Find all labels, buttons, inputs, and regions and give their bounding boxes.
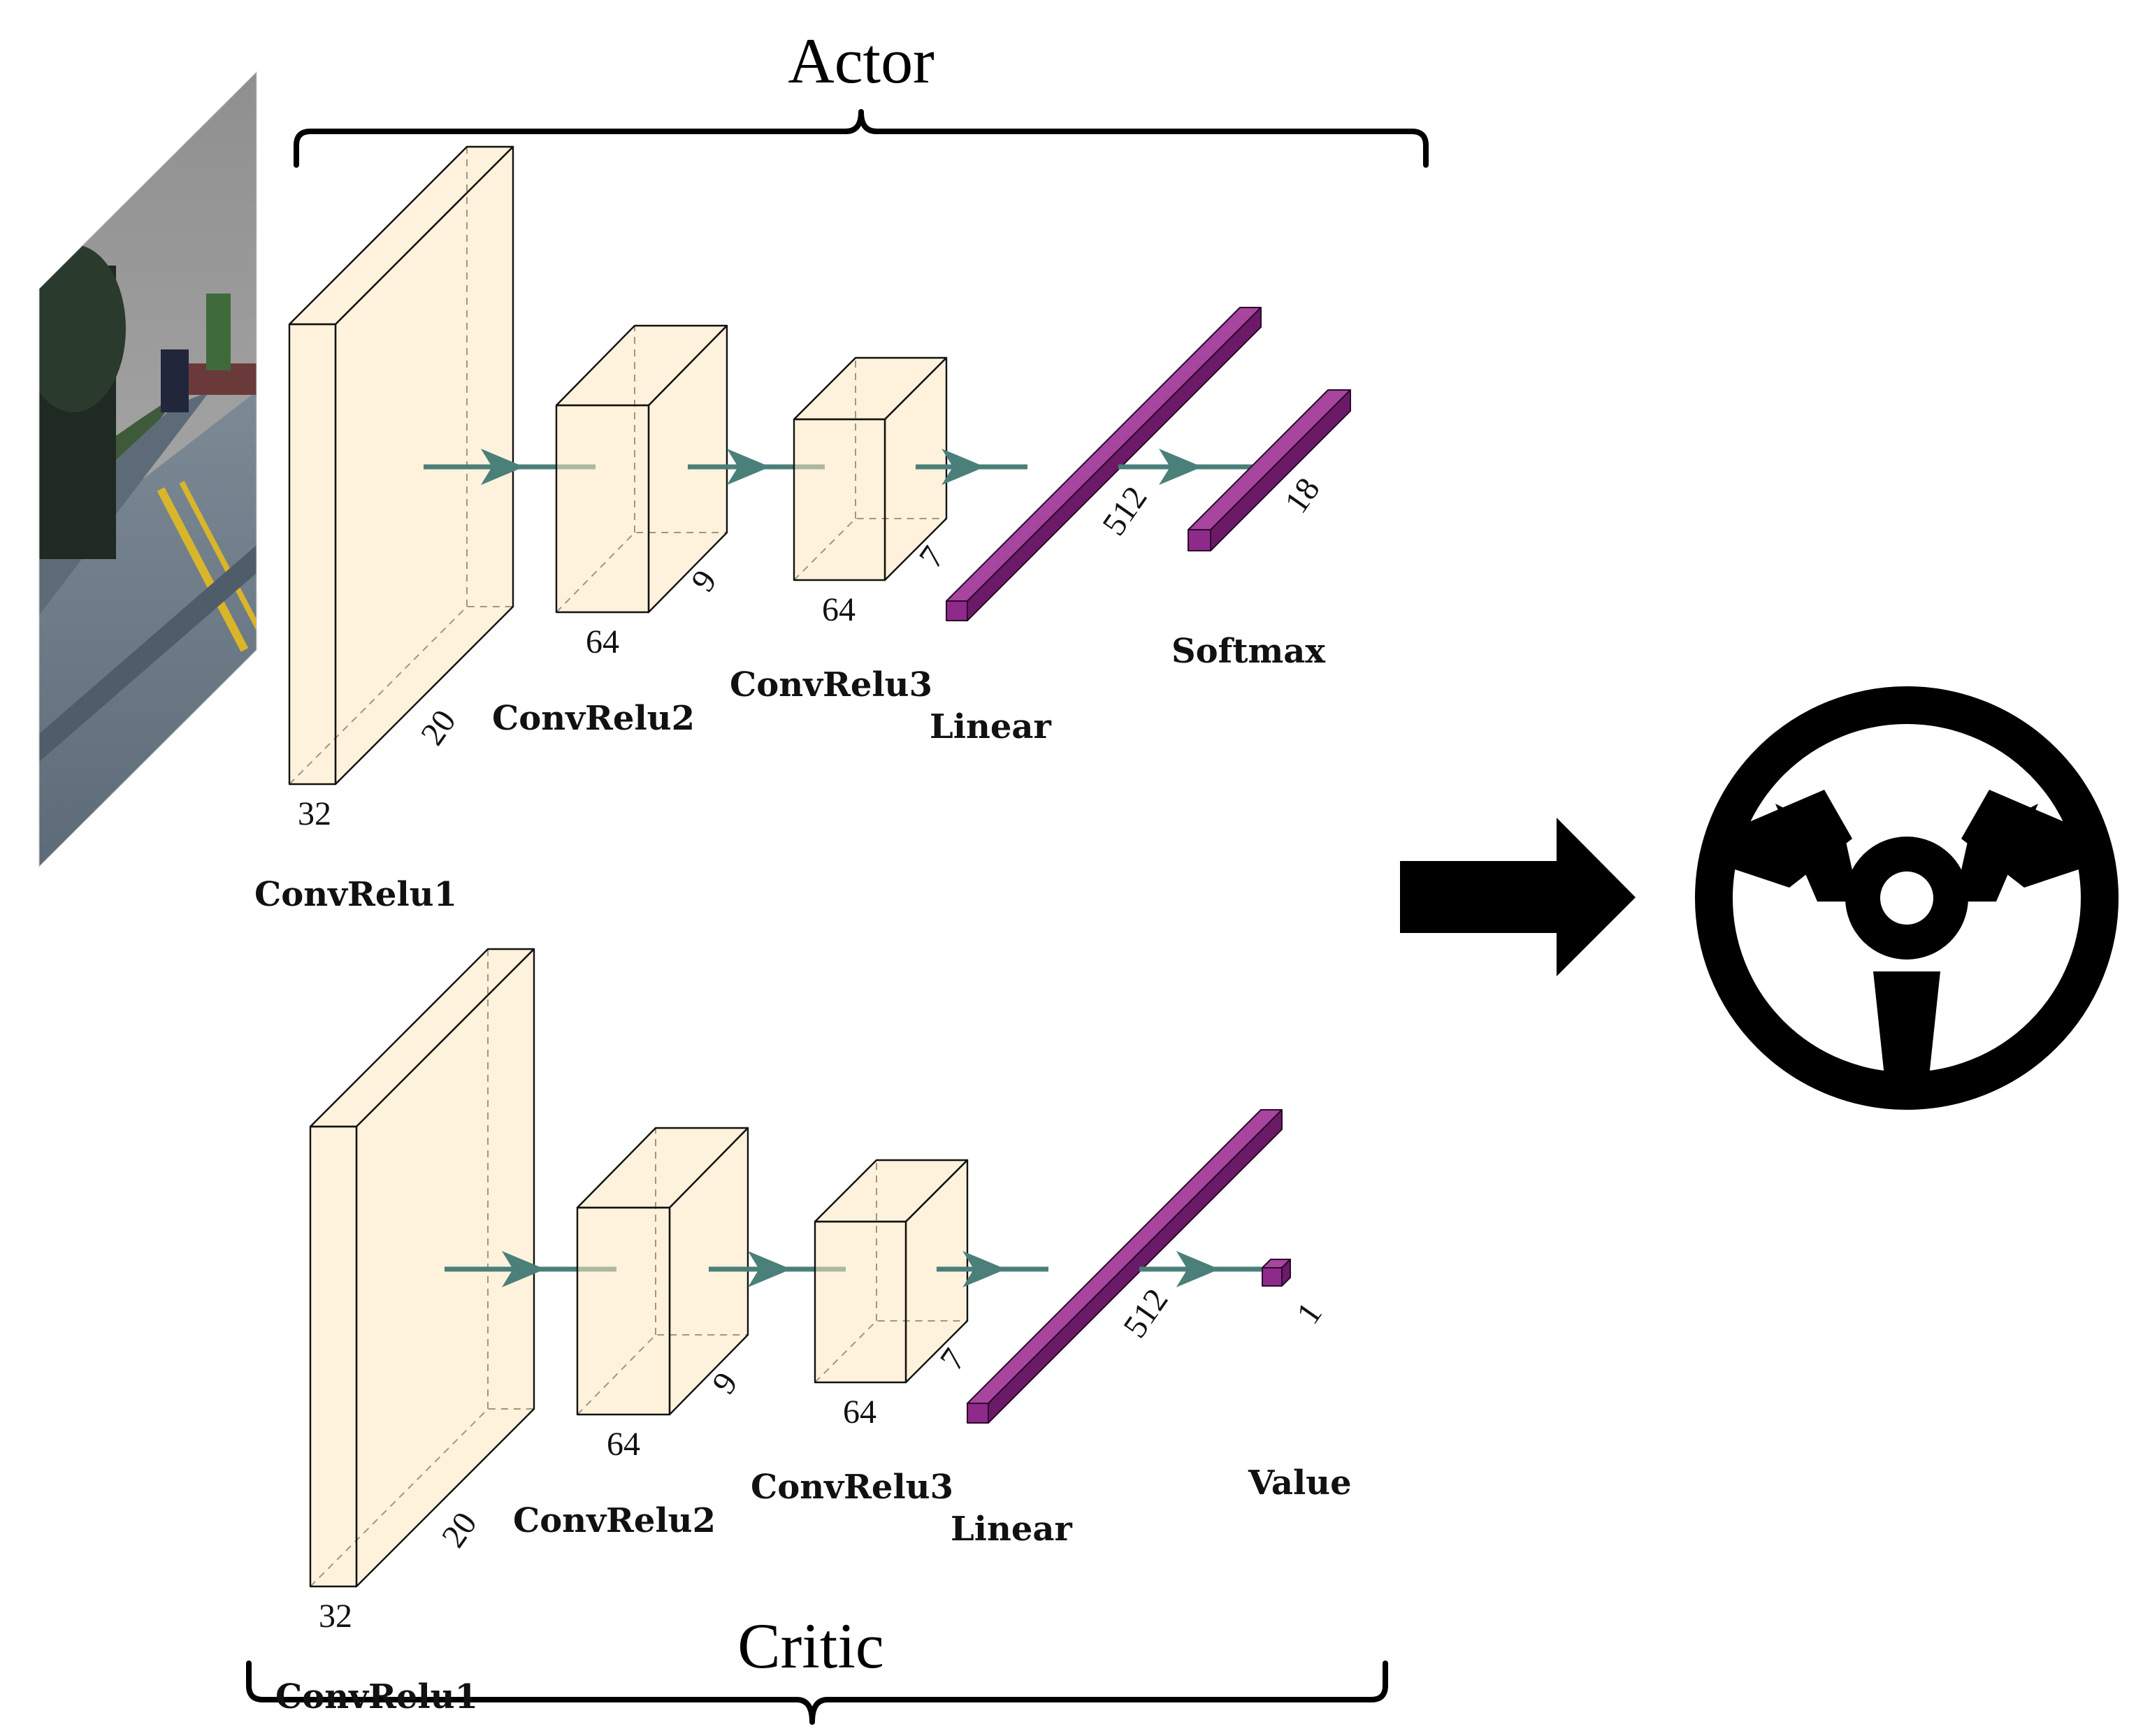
actor-section-header: Actor [294,25,1429,168]
critic-brace [246,1661,1388,1725]
layer-label: Linear [951,1510,1073,1549]
layer-label: ConvRelu1 [254,875,457,914]
dim-label: 512 [1116,1282,1176,1344]
layer-label: ConvRelu2 [492,699,695,738]
layer-label: Linear [930,707,1052,746]
dim-label: 64 [586,623,619,660]
layer-connection-arrow [1139,1251,1272,1287]
layer-label: Value [1248,1463,1352,1503]
dim-label: 20 [414,703,463,752]
dim-label: 7 [912,540,952,574]
fc-block-output [1188,389,1351,551]
steering-wheel-icon [1695,686,2119,1110]
layer-label: ConvRelu3 [751,1468,953,1507]
fc-block-linear [946,307,1262,621]
layer-label: ConvRelu3 [730,665,932,704]
right-arrow-icon [1400,818,1636,976]
dim-label: 20 [435,1505,484,1554]
dim-label: 64 [607,1426,640,1463]
layer-label: Softmax [1171,632,1325,671]
dim-label: 1 [1290,1296,1329,1331]
layer-connection-arrow [916,449,1027,485]
dim-label: 9 [684,563,724,598]
dim-label: 32 [319,1598,352,1635]
dim-label: 9 [705,1366,745,1401]
actor-brace [294,109,1429,168]
critic-section-header: Critic [246,1610,1388,1725]
dim-label: 32 [298,795,331,832]
dim-label: 64 [843,1394,876,1431]
input-image [38,71,257,868]
dim-label: 7 [933,1342,973,1377]
fc-block-output [1262,1259,1291,1287]
driving-camera-frame-icon [39,72,257,867]
layer-connection-arrow [937,1251,1048,1287]
layer-connection-arrow [1118,449,1258,485]
fc-block-linear [967,1109,1283,1424]
layer-label: ConvRelu1 [275,1677,478,1716]
critic-title: Critic [737,1610,884,1681]
dim-label: 18 [1278,471,1327,520]
dim-label: 64 [822,591,856,628]
layer-label: ConvRelu2 [513,1501,716,1540]
dim-label: 512 [1095,479,1155,542]
actor-title: Actor [788,25,934,96]
conv-block-2 [555,324,728,614]
